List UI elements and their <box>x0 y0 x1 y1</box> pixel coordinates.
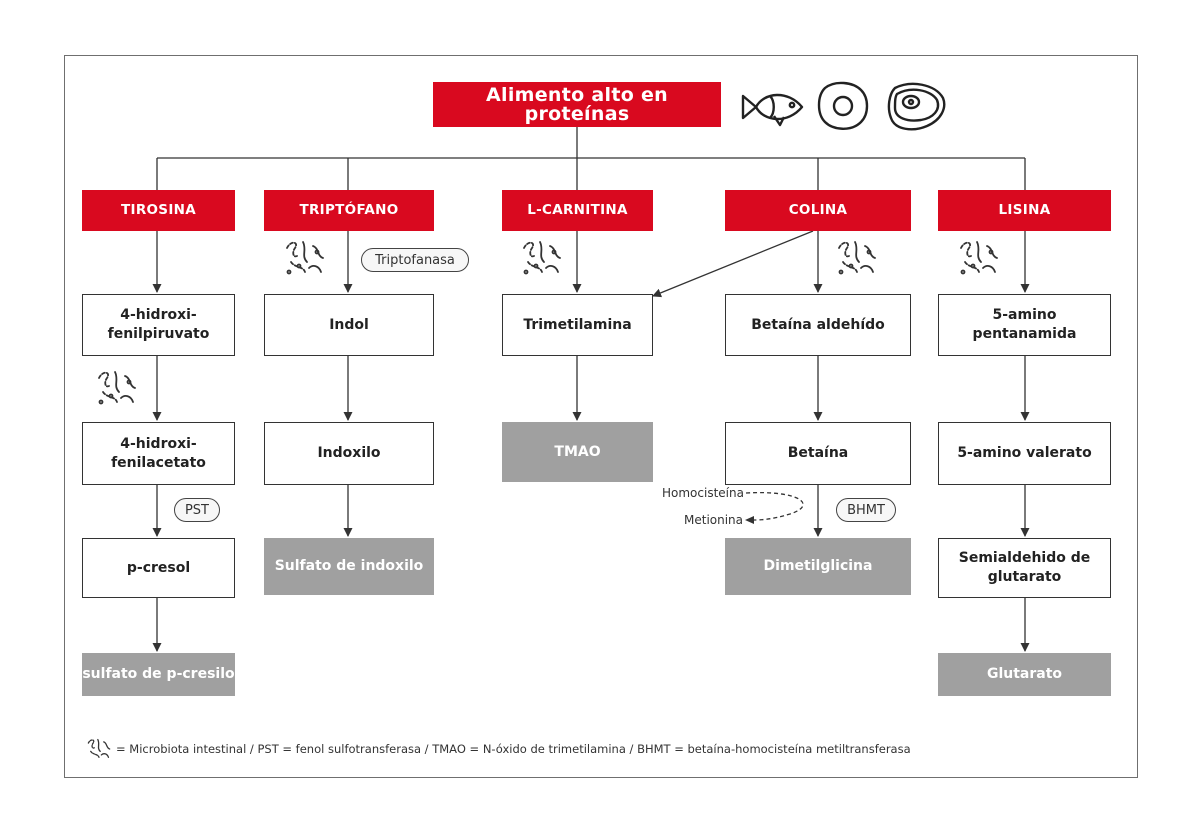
microbiota-icon <box>98 371 136 405</box>
label-metionina: Metionina <box>684 513 744 527</box>
header-l-carnitina: L-CARNITINA <box>502 190 653 231</box>
node-4-hidroxi-fenilacetato: 4-hidroxi- fenilacetato <box>82 422 235 485</box>
header-triptofano: TRIPTÓFANO <box>264 190 434 231</box>
microbiota-icon <box>838 241 876 275</box>
node-betaina: Betaína <box>725 422 911 485</box>
node-glutarato: Glutarato <box>938 653 1111 696</box>
enzyme-pst: PST <box>174 498 220 522</box>
node-tmao: TMAO <box>502 422 653 482</box>
header-colina: COLINA <box>725 190 911 231</box>
node-sulfato-de-indoxilo: Sulfato de indoxilo <box>264 538 434 595</box>
diagram-frame <box>64 55 1138 778</box>
legend-text: = Microbiota intestinal / PST = fenol su… <box>116 742 911 756</box>
node-semialdehido-de-glutarato: Semialdehido de glutarato <box>938 538 1111 598</box>
microbiota-icon <box>960 241 998 275</box>
microbiota-icon <box>87 738 111 758</box>
microbiota-icon <box>523 241 561 275</box>
title-box: Alimento alto en proteínas <box>433 82 721 127</box>
node-5-amino-pentanamida: 5-amino pentanamida <box>938 294 1111 356</box>
node-indoxilo: Indoxilo <box>264 422 434 485</box>
node-5-amino-valerato: 5-amino valerato <box>938 422 1111 485</box>
steak-icon <box>887 82 946 131</box>
node-betaina-aldehido: Betaína aldehído <box>725 294 911 356</box>
node-4-hidroxi-fenilpiruvato: 4-hidroxi- fenilpiruvato <box>82 294 235 356</box>
legend: = Microbiota intestinal / PST = fenol su… <box>86 737 911 761</box>
fish-icon <box>741 93 804 127</box>
egg-icon <box>817 81 869 130</box>
microbiota-icon <box>286 241 324 275</box>
enzyme-triptofanasa: Triptofanasa <box>361 248 469 272</box>
header-lisina: LISINA <box>938 190 1111 231</box>
node-indol: Indol <box>264 294 434 356</box>
node-p-cresol: p-cresol <box>82 538 235 598</box>
node-dimetilglicina: Dimetilglicina <box>725 538 911 595</box>
label-homocisteina: Homocisteína <box>662 486 744 500</box>
node-trimetilamina: Trimetilamina <box>502 294 653 356</box>
header-tirosina: TIROSINA <box>82 190 235 231</box>
node-sulfato-de-p-cresilo: sulfato de p-cresilo <box>82 653 235 696</box>
enzyme-bhmt: BHMT <box>836 498 896 522</box>
